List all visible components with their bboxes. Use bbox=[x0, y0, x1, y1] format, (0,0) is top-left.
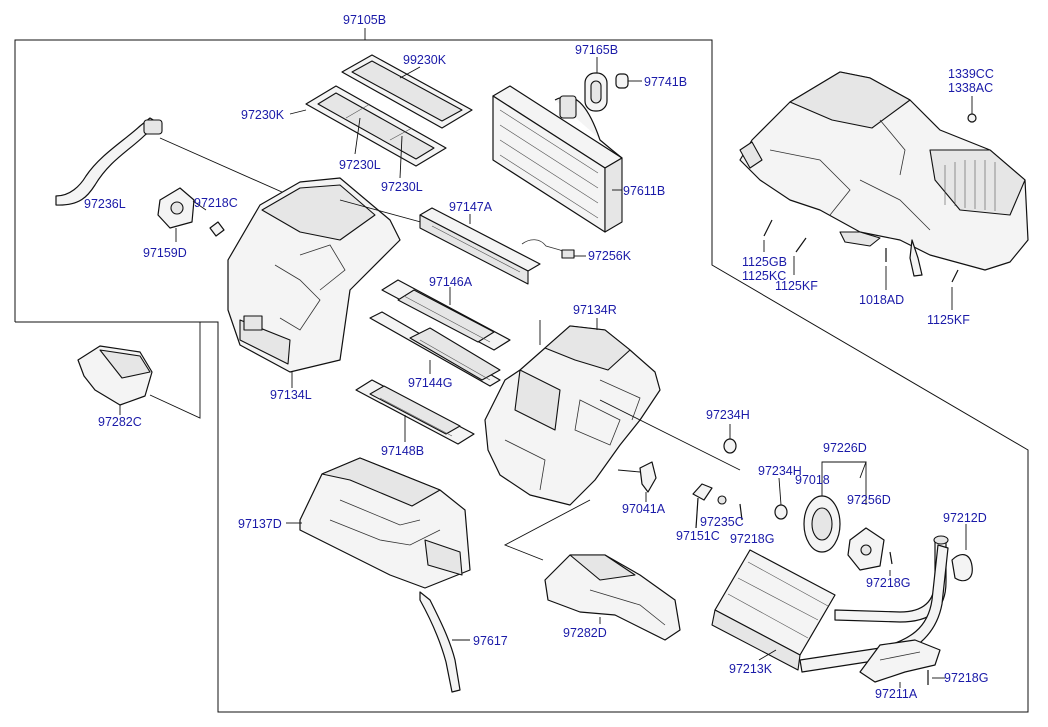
label-97146A: 97146A bbox=[429, 275, 473, 289]
label-1338AC: 1338AC bbox=[948, 81, 993, 95]
label-1125KC: 1125KC bbox=[742, 269, 786, 283]
label-97230L-a: 97230L bbox=[339, 158, 381, 172]
label-97137D: 97137D bbox=[238, 517, 282, 531]
label-97256K: 97256K bbox=[588, 249, 632, 263]
blower-motor-actuator bbox=[803, 461, 893, 576]
heater-core bbox=[711, 524, 973, 688]
evaporator-core bbox=[492, 85, 623, 233]
label-97611B: 97611B bbox=[623, 184, 665, 198]
label-1125KF-b: 1125KF bbox=[927, 313, 970, 327]
label-97282D: 97282D bbox=[563, 626, 607, 640]
label-97741B: 97741B bbox=[644, 75, 687, 89]
label-97212D: 97212D bbox=[943, 511, 987, 525]
label-97041A: 97041A bbox=[622, 502, 666, 516]
label-97236L: 97236L bbox=[84, 197, 126, 211]
label-97213K: 97213K bbox=[729, 662, 773, 676]
label-97159D: 97159D bbox=[143, 246, 187, 260]
label-1125KF-a: 1125KF bbox=[775, 279, 818, 293]
expansion-valve-gasket bbox=[584, 57, 642, 112]
label-97018: 97018 bbox=[795, 473, 830, 487]
label-97218G-b: 97218G bbox=[866, 576, 910, 590]
label-99230K: 99230K bbox=[403, 53, 447, 67]
temperature-sensor bbox=[521, 239, 586, 259]
label-97105B: 97105B bbox=[343, 13, 386, 27]
label-97234H-a: 97234H bbox=[706, 408, 750, 422]
lower-case bbox=[286, 457, 471, 589]
label-1125GB: 1125GB bbox=[742, 255, 787, 269]
label-97234H-b: 97234H bbox=[758, 464, 802, 478]
air-duct-front bbox=[503, 499, 681, 641]
label-97151C: 97151C bbox=[676, 529, 720, 543]
label-97134L: 97134L bbox=[270, 388, 312, 402]
label-97282C: 97282C bbox=[98, 415, 142, 429]
mode-actuator bbox=[157, 187, 225, 242]
heater-case-left bbox=[227, 177, 451, 388]
drain-hose-lower bbox=[419, 591, 470, 693]
door-shaft bbox=[369, 311, 501, 387]
small-parts-cluster bbox=[617, 461, 743, 529]
temp-door bbox=[381, 279, 511, 351]
label-97147A: 97147A bbox=[449, 200, 493, 214]
label-97230K: 97230K bbox=[241, 108, 285, 122]
part-number-labels: 97105B 99230K 97230K 97230L 97230L 97165… bbox=[84, 13, 994, 701]
seal-door-upper bbox=[419, 207, 541, 285]
label-1018AD: 1018AD bbox=[859, 293, 904, 307]
label-97256D: 97256D bbox=[847, 493, 891, 507]
heater-case-right bbox=[484, 318, 661, 506]
label-97235C: 97235C bbox=[700, 515, 744, 529]
seal-door-lower bbox=[355, 379, 475, 445]
label-97230L-b: 97230L bbox=[381, 180, 423, 194]
label-97617: 97617 bbox=[473, 634, 508, 648]
label-97148B: 97148B bbox=[381, 444, 424, 458]
label-97218G-a: 97218G bbox=[730, 532, 774, 546]
label-1339CC: 1339CC bbox=[948, 67, 994, 81]
cabin-air-filter bbox=[289, 54, 473, 179]
hose-clips bbox=[599, 399, 788, 520]
air-duct-rear bbox=[77, 321, 218, 419]
assembly-frame bbox=[14, 28, 1029, 713]
label-97165B: 97165B bbox=[575, 43, 618, 57]
label-97134R: 97134R bbox=[573, 303, 617, 317]
label-97218C: 97218C bbox=[194, 196, 238, 210]
label-97226D: 97226D bbox=[823, 441, 867, 455]
drain-hose bbox=[55, 117, 301, 206]
label-97218G-c: 97218G bbox=[944, 671, 988, 685]
assembled-unit-inset bbox=[739, 71, 1029, 310]
label-97211A: 97211A bbox=[875, 687, 918, 701]
label-97144G: 97144G bbox=[408, 376, 452, 390]
